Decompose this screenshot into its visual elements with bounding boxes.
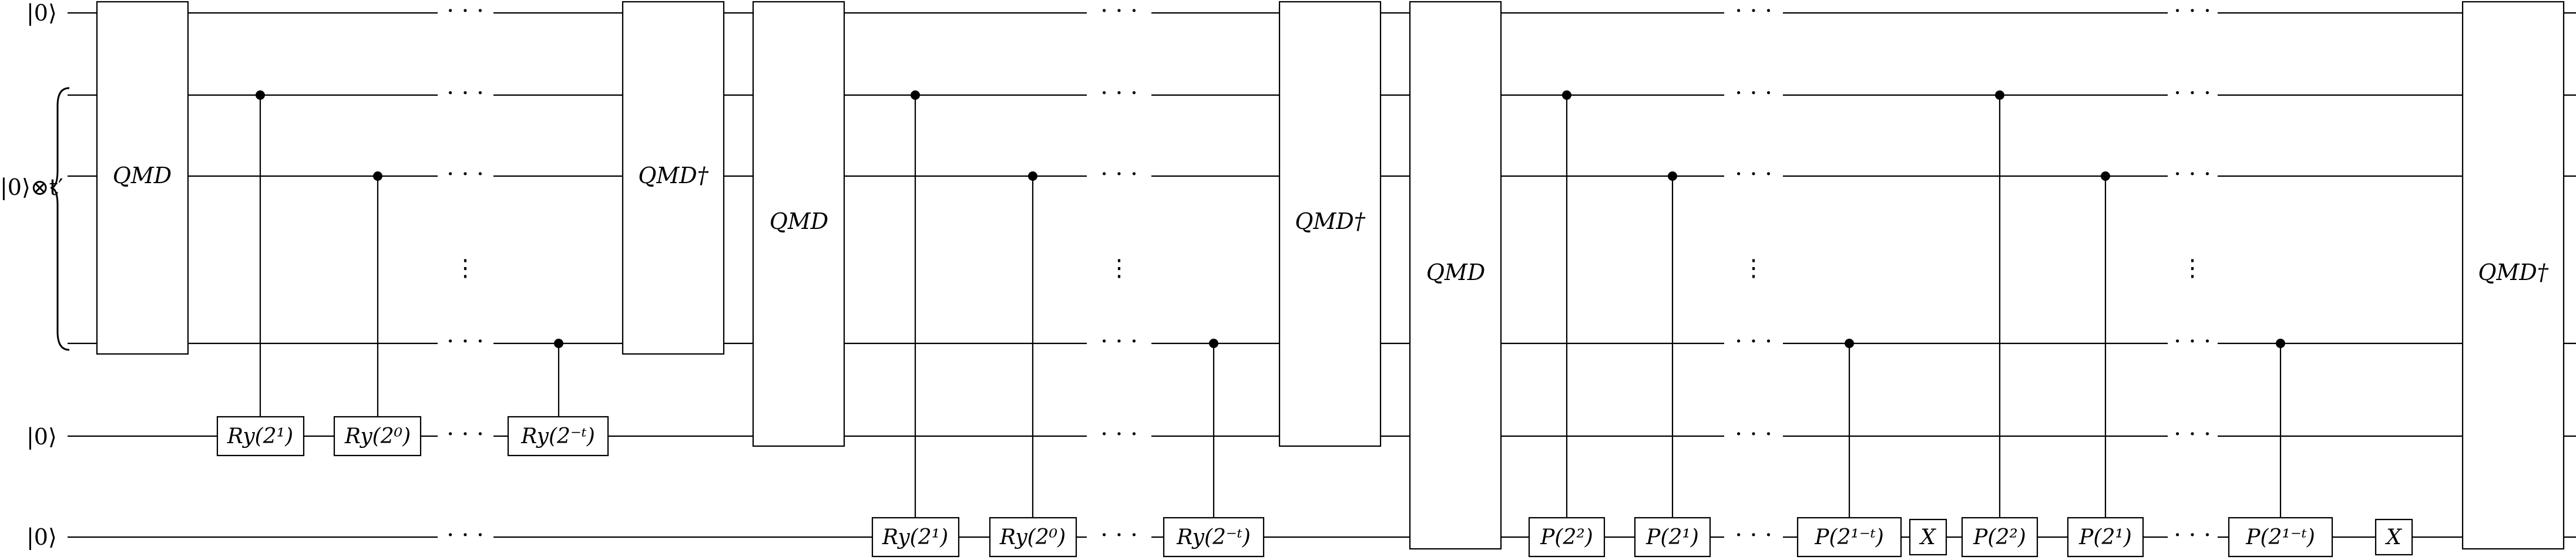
qmd-block-3 bbox=[1409, 1, 1502, 550]
control-dot bbox=[1028, 171, 1037, 181]
control-dot bbox=[2276, 339, 2285, 348]
p-gate-label: P(2¹) bbox=[2078, 525, 2132, 549]
h-ellipsis: · · · bbox=[2174, 522, 2211, 549]
v-ellipsis: ⋮ bbox=[1742, 255, 1765, 282]
ry-gate-2-0 bbox=[333, 416, 422, 457]
ry-gate-label: Ry(2¹) bbox=[882, 525, 948, 549]
h-ellipsis: · · · bbox=[1735, 522, 1772, 549]
input-ket-middle: |0⟩ bbox=[26, 424, 57, 450]
p-gate-2-2 bbox=[1961, 517, 2038, 558]
h-ellipsis: · · · bbox=[446, 161, 484, 188]
h-ellipsis: · · · bbox=[1735, 161, 1772, 188]
ry-gate-2-1 bbox=[216, 416, 305, 457]
p-gate-label: P(2²) bbox=[1540, 525, 1593, 549]
ry-gate-2-1 bbox=[871, 517, 960, 558]
p-gate-2-2 bbox=[1528, 517, 1606, 558]
ellipses: · · · · · · · · · ⋮ · · · · · · · · · · … bbox=[446, 0, 2211, 549]
h-ellipsis: · · · bbox=[1735, 80, 1772, 107]
p-gate-2-1-minus-t bbox=[2228, 517, 2333, 558]
x-gate bbox=[2375, 518, 2413, 556]
ry-gate-label: Ry(2⁰) bbox=[999, 525, 1066, 549]
qmd-dagger-block-1-label: QMD† bbox=[638, 163, 709, 188]
qmd-block-1-label: QMD bbox=[113, 163, 172, 188]
control-dot bbox=[373, 171, 382, 181]
h-ellipsis: · · · bbox=[2174, 328, 2211, 355]
control-dot bbox=[256, 90, 265, 100]
control-dot bbox=[1845, 339, 1854, 348]
h-ellipsis: · · · bbox=[2174, 421, 2211, 448]
h-ellipsis: · · · bbox=[446, 80, 484, 107]
p-gate-label: P(2¹⁻ᵗ) bbox=[1814, 525, 1884, 549]
ry-gate-label: Ry(2⁻ᵗ) bbox=[1176, 525, 1251, 549]
qmd-block-3-label: QMD bbox=[1426, 259, 1486, 285]
ry-gate-2-minus-t bbox=[507, 416, 609, 457]
h-ellipsis: · · · bbox=[1735, 421, 1772, 448]
v-ellipsis: ⋮ bbox=[454, 255, 477, 282]
qmd-block-2-label: QMD bbox=[770, 208, 829, 234]
p-gate-2-1-minus-t bbox=[1796, 517, 1902, 558]
ry-gate-label: Ry(2⁻ᵗ) bbox=[520, 424, 595, 448]
h-ellipsis: · · · bbox=[2174, 161, 2211, 188]
control-dot bbox=[2101, 171, 2110, 181]
x-gate bbox=[1909, 518, 1947, 556]
v-ellipsis: ⋮ bbox=[1107, 255, 1131, 282]
p-gate-2-1 bbox=[2067, 517, 2144, 558]
control-dot bbox=[554, 339, 563, 348]
qmd-dagger-block-3-label: QMD† bbox=[2478, 259, 2549, 285]
h-ellipsis: · · · bbox=[446, 328, 484, 355]
gates: Ry(2¹) Ry(2⁰) Ry(2⁻ᵗ) Ry(2¹) Ry(2⁰) Ry(2… bbox=[216, 416, 2413, 558]
p-gate-label: P(2²) bbox=[1973, 525, 2026, 549]
h-ellipsis: · · · bbox=[1100, 0, 1138, 25]
register-brace bbox=[50, 87, 70, 351]
control-dot bbox=[1995, 90, 2004, 100]
h-ellipsis: · · · bbox=[2174, 80, 2211, 107]
h-ellipsis: · · · bbox=[1100, 522, 1138, 549]
qmd-dagger-block-1 bbox=[622, 1, 725, 355]
input-labels: |0⟩ |0⟩⊗t′ |0⟩ |0⟩ bbox=[0, 0, 70, 550]
qmd-block-2 bbox=[752, 1, 845, 447]
ry-gate-label: Ry(2¹) bbox=[227, 424, 293, 448]
control-dot bbox=[1562, 90, 1571, 100]
qmd-dagger-block-3 bbox=[2461, 1, 2565, 550]
h-ellipsis: · · · bbox=[446, 0, 484, 25]
input-ket-top: |0⟩ bbox=[26, 0, 57, 26]
x-gate-label: X bbox=[1919, 525, 1936, 549]
control-dot bbox=[1209, 339, 1218, 348]
qmd-block-1 bbox=[96, 1, 189, 355]
h-ellipsis: · · · bbox=[446, 421, 484, 448]
h-ellipsis: · · · bbox=[1735, 328, 1772, 355]
h-ellipsis: · · · bbox=[1100, 80, 1138, 107]
input-ket-bottom: |0⟩ bbox=[26, 524, 57, 550]
v-ellipsis: ⋮ bbox=[2181, 255, 2204, 282]
h-ellipsis: · · · bbox=[1100, 161, 1138, 188]
p-gate-2-1 bbox=[1634, 517, 1711, 558]
control-dot bbox=[911, 90, 920, 100]
ry-gate-2-minus-t bbox=[1163, 517, 1265, 558]
qmd-dagger-block-2 bbox=[1278, 1, 1382, 447]
ry-gate-label: Ry(2⁰) bbox=[344, 424, 411, 448]
ry-gate-2-0 bbox=[989, 517, 1077, 558]
p-gate-label: P(2¹⁻ᵗ) bbox=[2245, 525, 2315, 549]
h-ellipsis: · · · bbox=[1100, 421, 1138, 448]
h-ellipsis: · · · bbox=[1100, 328, 1138, 355]
qmd-blocks: QMD QMD† QMD QMD† QMD QMD† bbox=[96, 1, 2565, 550]
x-gate-label: X bbox=[2384, 525, 2402, 549]
control-lines bbox=[259, 95, 2282, 522]
h-ellipsis: · · · bbox=[446, 522, 484, 549]
p-gate-label: P(2¹) bbox=[1645, 525, 1699, 549]
control-dots bbox=[256, 90, 2285, 348]
control-dot bbox=[1668, 171, 1677, 181]
qmd-dagger-block-2-label: QMD† bbox=[1295, 208, 1366, 234]
h-ellipsis: · · · bbox=[2174, 0, 2211, 25]
h-ellipsis: · · · bbox=[1735, 0, 1772, 25]
